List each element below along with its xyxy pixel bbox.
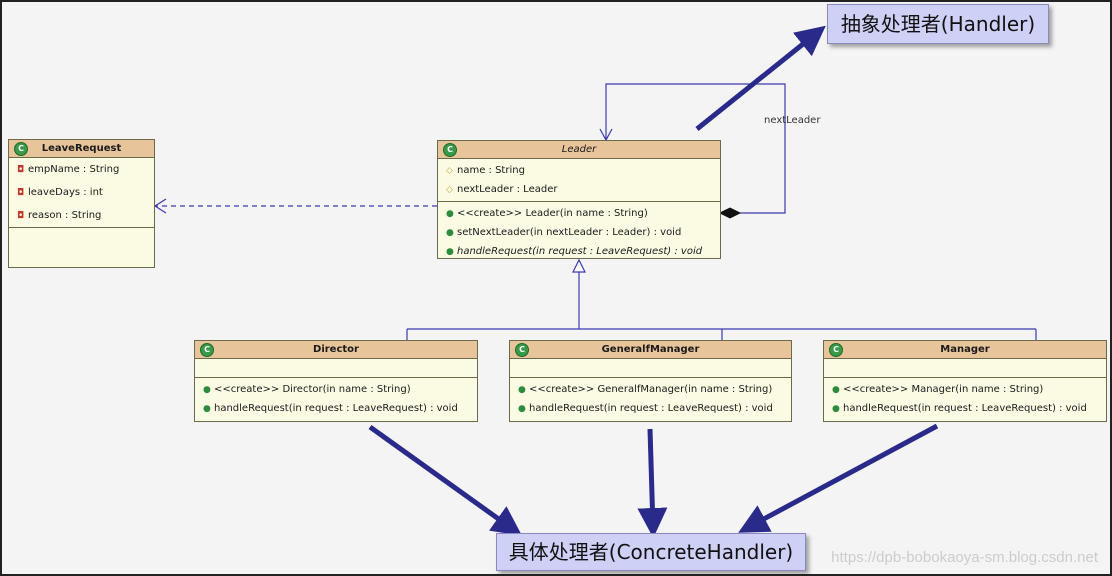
operations-section: ●<<create>> Director(in name : String) ●… <box>195 378 477 420</box>
attribute-row: ◘empName : String <box>9 160 154 179</box>
class-director[interactable]: C Director ●<<create>> Director(in name … <box>194 340 478 422</box>
operations-section: ●<<create>> GeneralfManager(in name : St… <box>510 378 791 420</box>
composition-diamond <box>718 207 742 219</box>
private-field-icon: ◘ <box>17 211 25 221</box>
operation-row: ●handleRequest(in request : LeaveRequest… <box>195 399 477 418</box>
attributes-section: ◇name : String ◇nextLeader : Leader <box>438 159 720 202</box>
manager-callout-arrow <box>738 423 939 533</box>
attribute-row: ◘reason : String <box>9 206 154 225</box>
attribute-row: ◘leaveDays : int <box>9 183 154 202</box>
association-label: nextLeader <box>764 115 821 126</box>
public-method-icon: ● <box>832 385 840 395</box>
generalization-line <box>406 272 1037 340</box>
attribute-row: ◇nextLeader : Leader <box>438 180 720 199</box>
class-name: LeaveRequest <box>41 143 122 154</box>
operation-row: ●<<create>> GeneralfManager(in name : St… <box>510 380 791 399</box>
self-association-line <box>605 83 786 214</box>
attributes-section <box>510 359 791 378</box>
attributes-section: ◘empName : String ◘leaveDays : int ◘reas… <box>9 158 154 228</box>
operation-row: ●<<create>> Director(in name : String) <box>195 380 477 399</box>
abstract-callout-arrow <box>695 25 826 131</box>
class-leave-request[interactable]: C LeaveRequest ◘empName : String ◘leaveD… <box>8 139 155 268</box>
attributes-section <box>195 359 477 378</box>
concrete-handler-callout: 具体处理者(ConcreteHandler) <box>496 533 806 571</box>
class-icon: C <box>200 343 214 357</box>
class-header: C Manager <box>824 341 1106 359</box>
private-field-icon: ◘ <box>17 188 25 198</box>
class-general-manager[interactable]: C GeneralfManager ●<<create>> GeneralfMa… <box>509 340 792 422</box>
class-header: C GeneralfManager <box>510 341 791 359</box>
public-method-icon: ● <box>446 209 454 219</box>
class-name: Director <box>313 344 359 355</box>
class-name: GeneralfManager <box>601 344 700 355</box>
operation-row: ●handleRequest(in request : LeaveRequest… <box>824 399 1106 418</box>
private-field-icon: ◘ <box>17 165 25 175</box>
protected-field-icon: ◇ <box>446 185 453 195</box>
class-leader[interactable]: C Leader ◇name : String ◇nextLeader : Le… <box>437 140 721 259</box>
class-header: C Leader <box>438 141 720 159</box>
operation-row: ●handleRequest(in request : LeaveRequest… <box>438 242 720 261</box>
public-method-icon: ● <box>518 404 526 414</box>
protected-field-icon: ◇ <box>446 166 453 176</box>
operations-section: ●<<create>> Manager(in name : String) ●h… <box>824 378 1106 420</box>
operations-section <box>9 228 154 232</box>
class-icon: C <box>443 143 457 157</box>
public-method-icon: ● <box>518 385 526 395</box>
class-icon: C <box>515 343 529 357</box>
general-manager-callout-arrow <box>637 428 668 538</box>
attribute-row: ◇name : String <box>438 161 720 180</box>
operation-row: ●setNextLeader(in nextLeader : Leader) :… <box>438 223 720 242</box>
attributes-section <box>824 359 1106 378</box>
class-icon: C <box>829 343 843 357</box>
public-method-icon: ● <box>832 404 840 414</box>
public-method-icon: ● <box>203 404 211 414</box>
class-header: C LeaveRequest <box>9 140 154 158</box>
generalization-triangle <box>572 258 586 273</box>
class-manager[interactable]: C Manager ●<<create>> Manager(in name : … <box>823 340 1107 422</box>
class-name: Leader <box>561 144 597 155</box>
watermark-text: https://dpb-bobokaoya-sm.blog.csdn.net <box>831 549 1098 566</box>
class-icon: C <box>14 142 28 156</box>
abstract-handler-callout: 抽象处理者(Handler) <box>827 4 1049 44</box>
dependency-arrowhead <box>153 198 167 214</box>
class-header: C Director <box>195 341 477 359</box>
operation-row: ●handleRequest(in request : LeaveRequest… <box>510 399 791 418</box>
public-method-icon: ● <box>446 247 454 257</box>
operation-row: ●<<create>> Leader(in name : String) <box>438 204 720 223</box>
operations-section: ●<<create>> Leader(in name : String) ●se… <box>438 202 720 263</box>
operation-row: ●<<create>> Manager(in name : String) <box>824 380 1106 399</box>
public-method-icon: ● <box>446 228 454 238</box>
class-name: Manager <box>940 344 990 355</box>
director-callout-arrow <box>368 424 523 536</box>
public-method-icon: ● <box>203 385 211 395</box>
